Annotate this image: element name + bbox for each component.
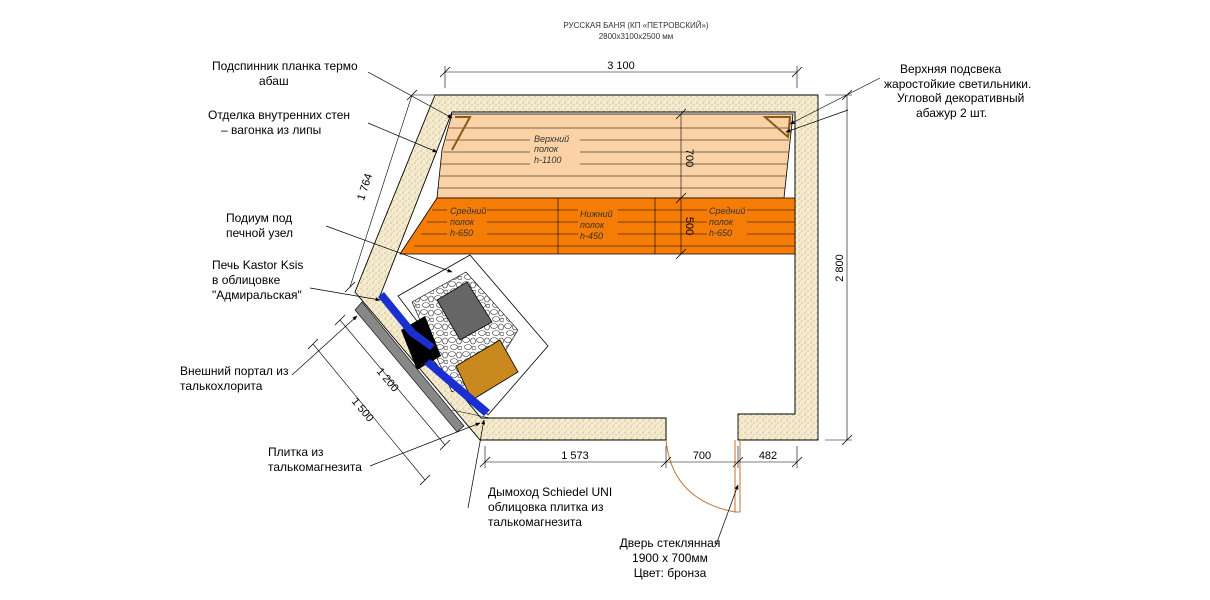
dim-right: 2 800 <box>825 89 853 446</box>
middle-right-label-1: Средний <box>709 206 745 216</box>
label-pech: Печь Kastor Ksis в облицовке "Адмиральск… <box>212 258 303 302</box>
svg-text:жаростойкие светильники.: жаростойкие светильники. <box>884 77 1031 91</box>
svg-text:– вагонка из липы: – вагонка из липы <box>221 123 321 137</box>
upper-shelf: Верхний полок h-1100 <box>436 113 794 199</box>
svg-text:Печь Kastor Ksis: Печь Kastor Ksis <box>212 258 303 272</box>
leader-lines <box>291 71 881 546</box>
label-podspinnik: Подспинник планка термо абаш <box>212 59 358 88</box>
svg-text:абажур 2 шт.: абажур 2 шт. <box>916 106 987 120</box>
svg-text:Внешний портал из: Внешний портал из <box>180 364 289 378</box>
dim-upper-shelf: 700 <box>683 149 695 167</box>
label-portal: Внешний портал из талькохлорита <box>180 364 289 393</box>
svg-text:Угловой декоративный: Угловой декоративный <box>897 91 1024 105</box>
dim-bottom-left: 1 573 <box>561 450 589 462</box>
lower-label-1: Нижний <box>580 209 613 219</box>
dim-portal-inner: 1 200 <box>374 366 401 395</box>
label-otdelka: Отделка внутренних стен – вагонка из лип… <box>208 108 350 137</box>
svg-text:облицовка плитка из: облицовка плитка из <box>488 500 604 514</box>
external-portal <box>354 301 465 433</box>
dim-right-text: 2 800 <box>834 254 846 282</box>
middle-right-label-3: h-650 <box>709 228 732 238</box>
svg-text:"Адмиральская": "Адмиральская" <box>212 288 302 302</box>
svg-text:1900 х 700мм: 1900 х 700мм <box>632 551 708 565</box>
svg-text:талькохлорита: талькохлорита <box>180 379 263 393</box>
middle-left-label-3: h-650 <box>450 228 473 238</box>
shelf-dimensions: 700 500 <box>675 108 695 260</box>
svg-text:Отделка внутренних стен: Отделка внутренних стен <box>208 108 350 122</box>
middle-right-label-2: полок <box>709 217 734 227</box>
svg-text:абаш: абаш <box>259 74 289 88</box>
middle-left-label-2: полок <box>450 217 475 227</box>
dim-bottom-door: 700 <box>693 450 711 462</box>
upper-shelf-label-2: полок <box>534 144 559 154</box>
label-podium: Подиум под печной узел <box>226 211 293 240</box>
label-podsvetka: Верхняя подсвека жаростойкие светильники… <box>884 62 1031 91</box>
svg-text:Подиум под: Подиум под <box>226 211 292 225</box>
dim-top-text: 3 100 <box>607 60 635 72</box>
middle-left-label-1: Средний <box>450 206 486 216</box>
lower-shelves: Средний полок h-650 Нижний полок h-450 С… <box>399 197 796 255</box>
upper-shelf-label-1: Верхний <box>534 134 569 144</box>
svg-text:талькомагнезита: талькомагнезита <box>268 460 362 474</box>
drawing-title: РУССКАЯ БАНЯ (КП «ПЕТРОВСКИЙ») <box>563 21 709 30</box>
dim-lower-shelf: 500 <box>683 217 695 235</box>
svg-text:в облицовке: в облицовке <box>212 273 281 287</box>
label-abazhur: Угловой декоративный абажур 2 шт. <box>897 91 1024 120</box>
label-plitka: Плитка из талькомагнезита <box>268 445 362 474</box>
label-dver: Дверь стеклянная 1900 х 700мм Цвет: брон… <box>620 536 721 580</box>
dim-bottom: 1 573 700 482 <box>479 446 803 468</box>
dim-bottom-right: 482 <box>759 450 777 462</box>
svg-text:Верхняя подсвека: Верхняя подсвека <box>900 62 1002 76</box>
svg-text:Подспинник планка термо: Подспинник планка термо <box>212 59 358 73</box>
dim-top: 3 100 <box>439 60 803 88</box>
drawing-size: 2800х3100х2500 мм <box>599 32 674 41</box>
svg-text:Дымоход Schiedel UNI: Дымоход Schiedel UNI <box>488 485 612 499</box>
corner-lamp-shades <box>451 116 792 151</box>
blue-tile <box>378 292 490 416</box>
svg-text:талькомагнезита: талькомагнезита <box>488 515 582 529</box>
walls <box>354 94 819 441</box>
upper-shelf-label-3: h-1100 <box>534 155 561 165</box>
dim-left-diag-text: 1 764 <box>355 172 375 202</box>
label-dymohod: Дымоход Schiedel UNI облицовка плитка из… <box>488 485 612 529</box>
svg-text:Плитка из: Плитка из <box>268 445 324 459</box>
svg-text:Дверь стеклянная: Дверь стеклянная <box>620 536 721 550</box>
door <box>665 418 741 513</box>
lower-label-2: полок <box>580 220 605 230</box>
svg-text:Цвет: бронза: Цвет: бронза <box>634 566 707 580</box>
svg-text:печной узел: печной узел <box>226 226 293 240</box>
dim-portal-outer: 1 500 <box>349 396 376 425</box>
lower-label-3: h-450 <box>580 231 603 241</box>
